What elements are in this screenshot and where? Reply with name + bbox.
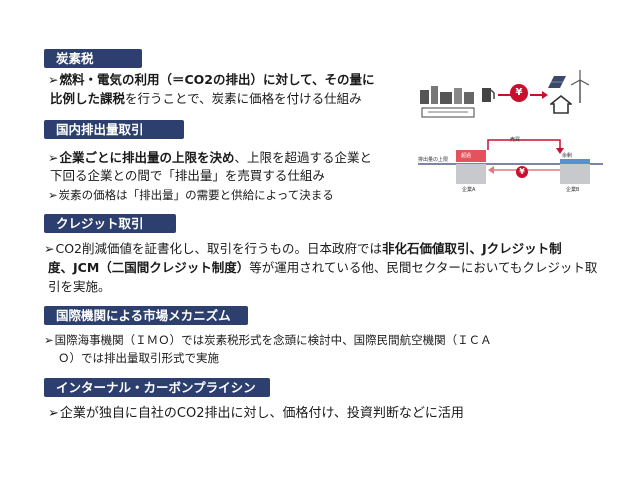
credit-line-3: 引を実施。 <box>48 279 111 294</box>
surplus-label: 余剰 <box>562 153 573 159</box>
bullet-arrow-icon: ➢ <box>48 72 59 87</box>
company-b-bar <box>560 164 590 184</box>
flow-arrow-icon <box>530 91 548 99</box>
icp-line-1: ➢企業が独自に自社のCO2排出に対し、価格付け、投資判断などに活用 <box>48 406 464 421</box>
trade-label: 売買 <box>510 137 521 143</box>
bullet-arrow-icon: ➢ <box>44 333 54 347</box>
carbon-tax-line-2: 比例した課税を行うことで、炭素に価格を付ける仕組み <box>50 91 362 106</box>
section-heading-intl: 国際機関による市場メカニズム <box>44 306 248 325</box>
carbon-pricing-diagram: ¥ 排出量の上限 超過 余剰 企業A 企業B 売買 ¥ <box>418 70 603 195</box>
section-heading-credit: クレジット取引 <box>44 214 176 233</box>
company-a-bar <box>456 164 486 184</box>
house-icon <box>550 94 572 114</box>
fuel-pump-icon <box>482 88 495 102</box>
bullet-arrow-icon: ➢ <box>48 150 59 165</box>
intl-line-2: Ｏ）では排出量取引形式で実施 <box>58 351 219 365</box>
wind-turbine-icon <box>570 70 590 103</box>
ets-line-3: ➢炭素の価格は「排出量」の需要と供給によって決まる <box>48 188 334 202</box>
energy-facilities-icon <box>420 86 475 118</box>
section-heading-carbon-tax: 炭素税 <box>44 49 142 68</box>
intl-line-1: ➢国際海事機関（ＩＭＯ）では炭素税形式を念頭に検討中、国際民間航空機関（ＩＣＡ <box>44 333 492 347</box>
company-b-label: 企業B <box>566 187 580 193</box>
company-a-label: 企業A <box>462 187 476 193</box>
section-heading-icp: インターナル・カーボンプライシング <box>44 378 270 414</box>
credit-line-2: 度、JCM（二国間クレジット制度）等が運用されている他、民間セクターにおいてもク… <box>48 260 598 275</box>
ets-line-1: ➢企業ごとに排出量の上限を決め、上限を超過する企業と <box>48 150 373 165</box>
cap-label: 排出量の上限 <box>418 157 449 163</box>
excess-label: 超過 <box>461 153 472 159</box>
ets-line-2: 下回る企業との間で「排出量」を売買する仕組み <box>50 168 325 183</box>
excess-bar <box>456 150 486 162</box>
surplus-bar <box>560 159 590 164</box>
carbon-tax-line-1: ➢燃料・電気の利用（＝CO2の排出）に対して、その量に <box>48 72 375 87</box>
yen-icon: ¥ <box>516 166 528 178</box>
yen-icon: ¥ <box>510 84 528 102</box>
bullet-arrow-icon: ➢ <box>48 188 58 202</box>
credit-line-1: ➢CO2削減価値を証書化し、取引を行うもの。日本政府では非化石価値取引、Jクレジ… <box>44 241 562 256</box>
bullet-arrow-icon: ➢ <box>48 406 59 421</box>
bullet-arrow-icon: ➢ <box>44 241 55 256</box>
section-heading-ets: 国内排出量取引 <box>44 120 184 139</box>
solar-panel-icon <box>548 76 566 88</box>
